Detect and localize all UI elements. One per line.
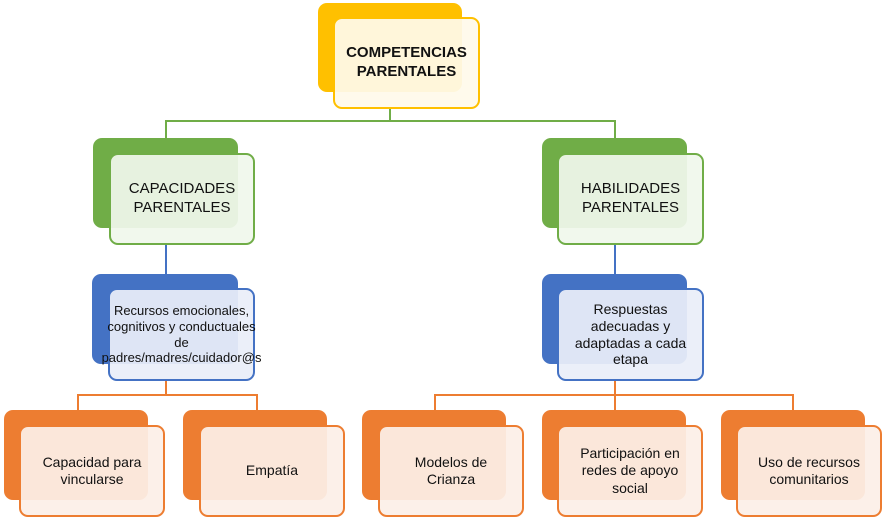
- empatia-label: Empatía: [199, 425, 345, 517]
- connector: [614, 381, 616, 395]
- connector: [614, 120, 616, 138]
- connector: [256, 394, 258, 410]
- connector: [792, 394, 794, 410]
- connector: [434, 394, 436, 410]
- connector: [77, 394, 79, 410]
- capacidades-label: CAPACIDADES PARENTALES: [109, 153, 255, 245]
- habilidades-label: HABILIDADES PARENTALES: [557, 153, 704, 245]
- root-label: COMPETENCIAS PARENTALES: [333, 17, 480, 109]
- connector: [389, 109, 391, 122]
- crianza-label: Modelos de Crianza: [378, 425, 524, 517]
- connector: [165, 381, 167, 395]
- connector: [165, 120, 167, 138]
- connector: [165, 245, 167, 274]
- connector: [77, 394, 258, 396]
- connector: [614, 245, 616, 274]
- recursos-label: Recursos emocionales, cognitivos y condu…: [102, 288, 261, 381]
- redes-label: Participación en redes de apoyo social: [557, 425, 703, 517]
- respuestas-label: Respuestas adecuadas y adaptadas a cada …: [557, 288, 704, 381]
- connector: [165, 120, 616, 122]
- connector: [614, 394, 616, 410]
- comunitarios-label: Uso de recursos comunitarios: [736, 425, 882, 517]
- vincularse-label: Capacidad para vincularse: [19, 425, 165, 517]
